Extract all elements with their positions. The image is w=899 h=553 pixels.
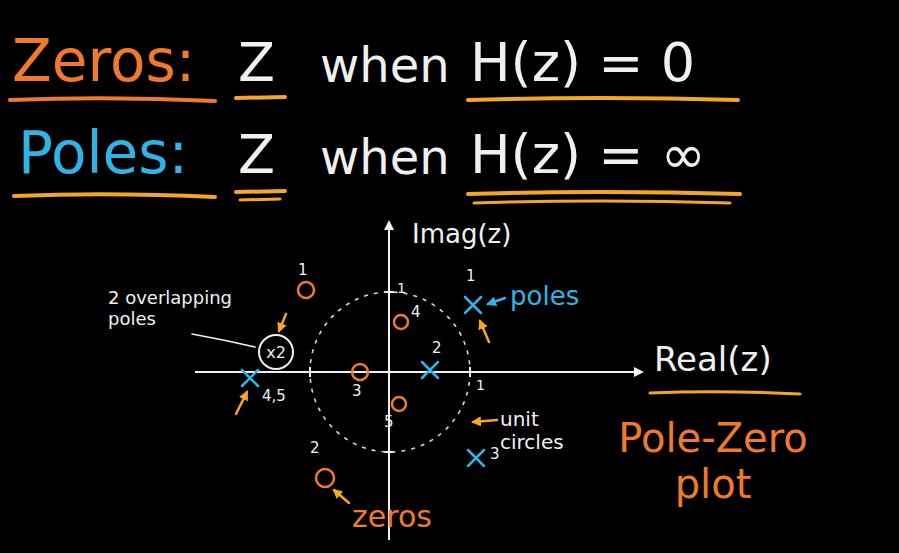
callout-number: 4 <box>411 304 421 321</box>
annotation: 2 overlapping poles <box>108 288 258 329</box>
callout-number: 4,5 <box>262 388 286 405</box>
annotation: unit circles <box>500 408 580 454</box>
zero-marker <box>298 282 408 487</box>
callout-number: 3 <box>490 446 500 463</box>
callout-number: 1 <box>298 262 308 279</box>
annotation: poles <box>510 282 579 312</box>
underline <box>10 97 800 394</box>
tick-label: 1 <box>397 280 406 296</box>
axis-label: Real(z) <box>654 340 772 379</box>
condition-word: when <box>320 130 450 185</box>
equation: H(z) = ∞ <box>470 124 706 186</box>
variable: Z <box>238 32 275 94</box>
callout-number: 1 <box>466 268 476 285</box>
tick-label: 1 <box>476 377 485 393</box>
callout-number: 5 <box>384 414 394 431</box>
heading-word: Zeros: <box>12 28 195 95</box>
callout-number: 2 <box>432 340 442 357</box>
variable: Z <box>238 124 275 186</box>
heading-word: Poles: <box>18 120 188 187</box>
unit-circle <box>310 292 470 452</box>
pole-count-circle: x2 <box>258 334 294 370</box>
leader-arrow <box>192 298 505 503</box>
annotation: zeros <box>352 500 432 535</box>
pole-marker <box>242 297 484 466</box>
axes <box>195 222 642 540</box>
plot-title: Pole-Zero plot <box>588 415 838 507</box>
condition-word: when <box>320 38 450 93</box>
equation: H(z) = 0 <box>470 32 695 94</box>
callout-number: 2 <box>310 440 320 457</box>
callout-number: 3 <box>352 383 362 400</box>
pole-count: x2 <box>266 343 286 362</box>
axis-label: Imag(z) <box>412 220 511 250</box>
